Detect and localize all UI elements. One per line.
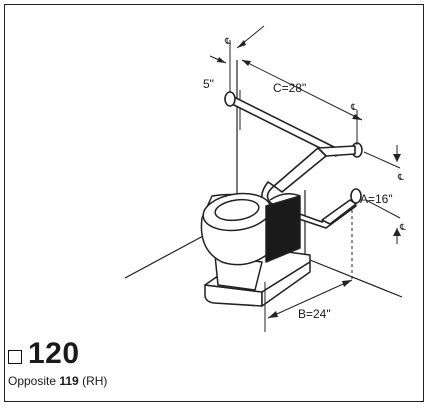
upper-flange-left — [224, 91, 236, 107]
arrow-c-right — [352, 114, 362, 120]
centerline-mark-a-bottom: ℄ — [399, 223, 406, 233]
arrow-heads — [217, 40, 401, 318]
toilet-base-side — [261, 261, 311, 307]
dim-a-extension-top — [363, 151, 401, 169]
centerline-mark-a-top: ℄ — [397, 173, 404, 183]
caption-suffix: (RH) — [78, 374, 108, 388]
arrow-5-left — [217, 57, 226, 63]
centerline-mark-c: ℄ — [350, 103, 357, 113]
upper-back-bar — [229, 94, 337, 157]
toilet-tank-top — [269, 193, 301, 201]
arrow-b-left — [268, 311, 278, 318]
arrow-c-left — [242, 60, 251, 66]
model-caption: Opposite 119 (RH) — [8, 374, 107, 388]
dim-c-label: C=28" — [273, 81, 306, 95]
arrow-a-top — [393, 154, 401, 162]
dim-a-extension-bottom — [365, 199, 401, 219]
select-checkbox[interactable] — [8, 350, 22, 364]
dim-b-line — [267, 279, 353, 319]
dim-c-line — [241, 59, 363, 121]
dim-a-label: A=16" — [360, 192, 393, 206]
lower-side-bar — [321, 199, 357, 225]
floor-left-line — [124, 234, 206, 279]
caption-prefix: Opposite — [8, 374, 60, 388]
arrow-a-bottom — [393, 228, 401, 236]
floor-right-line — [304, 257, 403, 298]
model-heading: 120 — [8, 339, 80, 369]
caption-ref: 119 — [59, 374, 79, 388]
toilet-tank-side — [265, 195, 301, 263]
centerline-mark-top: ℄ — [224, 37, 231, 47]
diagonal-bar — [273, 147, 327, 193]
arrow-b-right — [342, 280, 352, 287]
dimension-lines — [209, 25, 401, 332]
model-number: 120 — [28, 337, 80, 370]
diagram-frame — [4, 4, 424, 402]
toilet — [200, 192, 311, 307]
dim-b-label: B=24" — [298, 307, 331, 321]
dim-5-label: 5" — [203, 77, 214, 91]
lower-flange — [350, 188, 362, 204]
arrow-5-right — [237, 40, 246, 48]
toilet-lid-inner — [214, 198, 260, 222]
